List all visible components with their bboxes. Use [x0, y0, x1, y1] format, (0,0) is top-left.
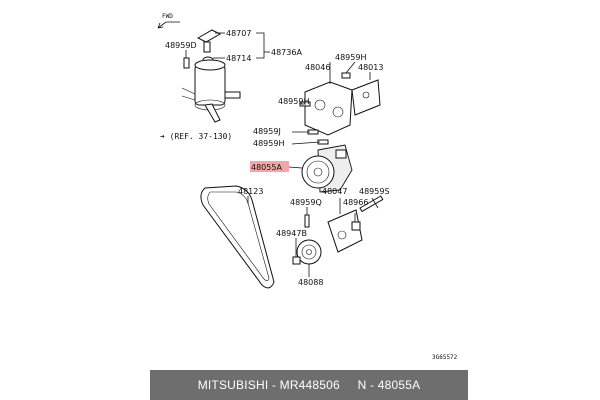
reference-note: ➔ (REF. 37-130): [160, 132, 232, 141]
label-48947B: 48947B: [276, 229, 307, 238]
reservoir-neck: [203, 41, 211, 53]
reservoir-tank: [181, 29, 241, 123]
tensioner-bracket-48047: [327, 209, 363, 253]
part-variant: N - 48055A: [357, 378, 421, 392]
brand-name: MITSUBISHI: [197, 378, 269, 392]
highlight-48055A: [250, 161, 289, 172]
fwd-arrow-icon: [157, 21, 180, 29]
pump-pulley: [301, 155, 335, 189]
reservoir-outlet: [224, 91, 241, 99]
exploded-view: FWD 48707 48959D 48714 48736A ➔ (REF. 37…: [157, 13, 458, 361]
nut-48966: [351, 221, 361, 231]
part-number: MR448506: [279, 378, 340, 392]
label-48123: 48123: [238, 187, 263, 196]
tensioner-assembly: [292, 195, 384, 265]
bolt-48959Q: [304, 214, 310, 228]
label-48959H-low: 48959H: [253, 139, 284, 148]
fwd-label: FWD: [162, 13, 173, 20]
power-steering-pump: [301, 144, 353, 193]
label-48714: 48714: [226, 54, 251, 63]
label-48959H-mid: 48959H: [278, 97, 309, 106]
label-48959Q: 48959Q: [290, 198, 322, 207]
bolt-48947B: [292, 256, 301, 265]
pump-bracket: [299, 72, 381, 145]
bolt-48959D: [183, 57, 190, 69]
label-48966: 48966: [343, 198, 368, 207]
label-48046: 48046: [305, 63, 330, 72]
bolt-48959S: [359, 195, 384, 213]
reservoir-bracket: [181, 87, 196, 101]
label-48013: 48013: [358, 63, 383, 72]
part-info-bar: MITSUBISHI - MR448506 N - 48055A: [150, 370, 468, 400]
reservoir-pipe: [204, 103, 221, 123]
bracket-48013: [351, 79, 381, 116]
drive-belt: [200, 185, 275, 289]
idler-pulley-48088: [296, 239, 322, 265]
label-48959S: 48959S: [359, 187, 390, 196]
label-48047: 48047: [322, 187, 347, 196]
label-48088: 48088: [298, 278, 323, 287]
reservoir-cap: [196, 29, 222, 43]
bolt-48959H-top: [341, 72, 351, 79]
reservoir-body: [194, 64, 226, 106]
bracket-48046: [304, 81, 353, 136]
image-code: 3G65572: [432, 354, 458, 361]
label-48959J: 48959J: [253, 127, 281, 136]
label-48736A: 48736A: [271, 48, 302, 57]
separator: -: [268, 378, 280, 392]
label-48959H-top: 48959H: [335, 53, 366, 62]
spacer: [340, 378, 358, 392]
label-48055A: 48055A: [251, 163, 282, 172]
label-48959D: 48959D: [165, 41, 197, 50]
label-48707: 48707: [226, 29, 251, 38]
